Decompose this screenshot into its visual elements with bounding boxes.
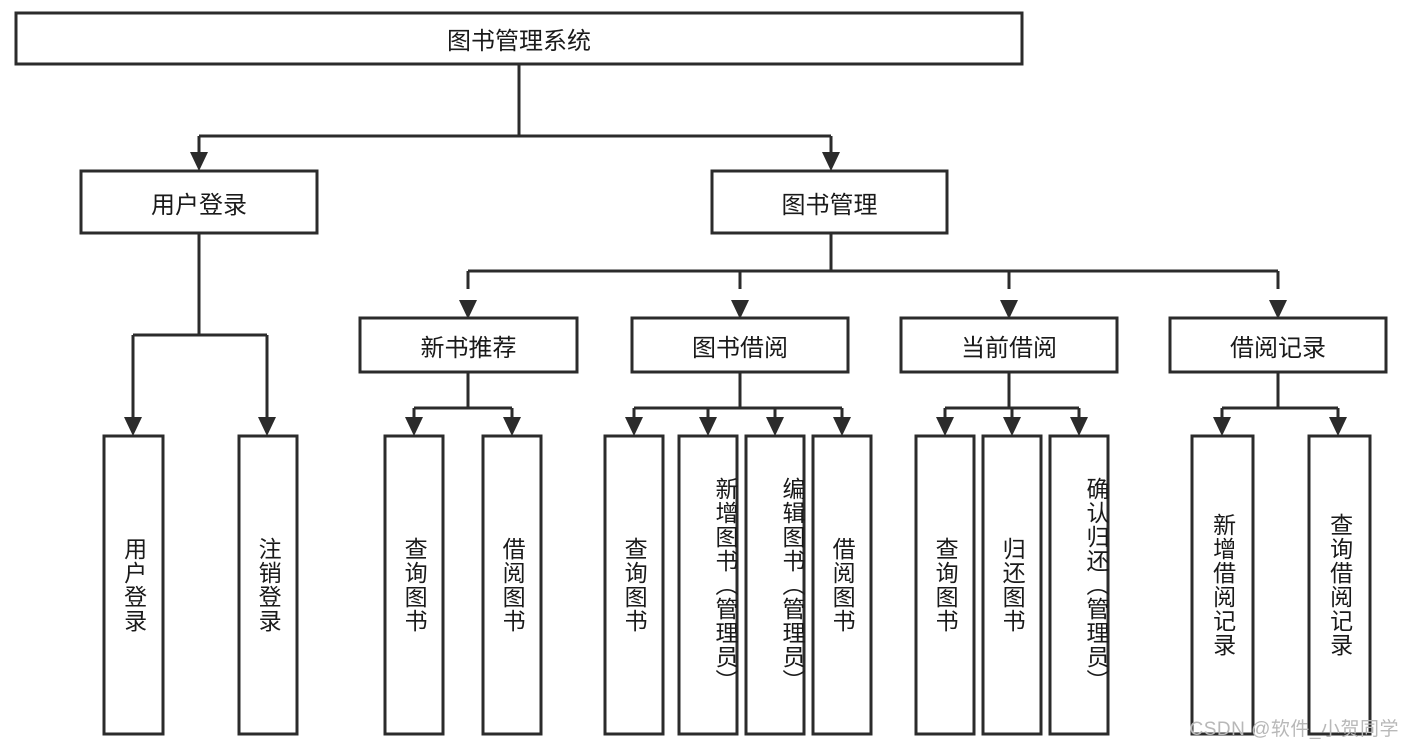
arrowhead-leaf-user-login	[124, 417, 142, 436]
node-leaf-confirm-return-admin[interactable]	[1048, 434, 1110, 736]
node-leaf-query-borrow-record[interactable]	[1307, 434, 1372, 736]
connector-layer	[124, 64, 1347, 436]
node-user-login[interactable]	[79, 169, 319, 235]
arrowhead-leaf-borrow-book-2	[833, 417, 851, 436]
arrowhead-leaf-query-record	[1329, 417, 1347, 436]
arrowhead-leaf-return-book	[1003, 417, 1021, 436]
node-leaf-borrow-book-2[interactable]	[811, 434, 873, 736]
node-leaf-return-book[interactable]	[981, 434, 1043, 736]
arrowhead-leaf-query-book-3	[936, 417, 954, 436]
node-leaf-logout[interactable]	[237, 434, 299, 736]
node-leaf-add-book-admin[interactable]	[677, 434, 739, 736]
arrowhead-book-mgmt	[822, 152, 840, 171]
arrowhead-leaf-query-book-2	[625, 417, 643, 436]
arrowhead-current-borrow	[1000, 300, 1018, 319]
arrowhead-leaf-add-book	[699, 417, 717, 436]
arrowhead-borrow-record	[1269, 300, 1287, 319]
node-layer	[14, 11, 1388, 736]
node-leaf-query-book-3[interactable]	[914, 434, 976, 736]
arrowhead-leaf-query-book-1	[405, 417, 423, 436]
node-borrowing-record[interactable]	[1168, 316, 1388, 374]
csdn-watermark: CSDN @软件_小贺同学	[1189, 719, 1399, 740]
node-current-borrowing[interactable]	[899, 316, 1119, 374]
arrowhead-book-borrow	[731, 300, 749, 319]
arrowhead-new-book-rec	[459, 300, 477, 319]
arrowhead-leaf-add-record	[1213, 417, 1231, 436]
node-leaf-query-book-1[interactable]	[383, 434, 445, 736]
node-leaf-user-login[interactable]	[102, 434, 165, 736]
arrowhead-leaf-confirm-return	[1070, 417, 1088, 436]
node-leaf-borrow-book-1[interactable]	[481, 434, 543, 736]
node-leaf-edit-book-admin[interactable]	[744, 434, 806, 736]
node-book-management[interactable]	[710, 169, 949, 235]
node-new-book-recommendation[interactable]	[358, 316, 579, 374]
arrowhead-leaf-logout	[258, 417, 276, 436]
node-leaf-query-book-2[interactable]	[603, 434, 665, 736]
arrowhead-user-login	[190, 152, 208, 171]
node-root-book-management-system[interactable]	[14, 11, 1024, 66]
arrowhead-leaf-borrow-book-1	[503, 417, 521, 436]
node-leaf-add-borrow-record[interactable]	[1190, 434, 1255, 736]
node-book-borrowing[interactable]	[630, 316, 850, 374]
arrowhead-leaf-edit-book	[766, 417, 784, 436]
